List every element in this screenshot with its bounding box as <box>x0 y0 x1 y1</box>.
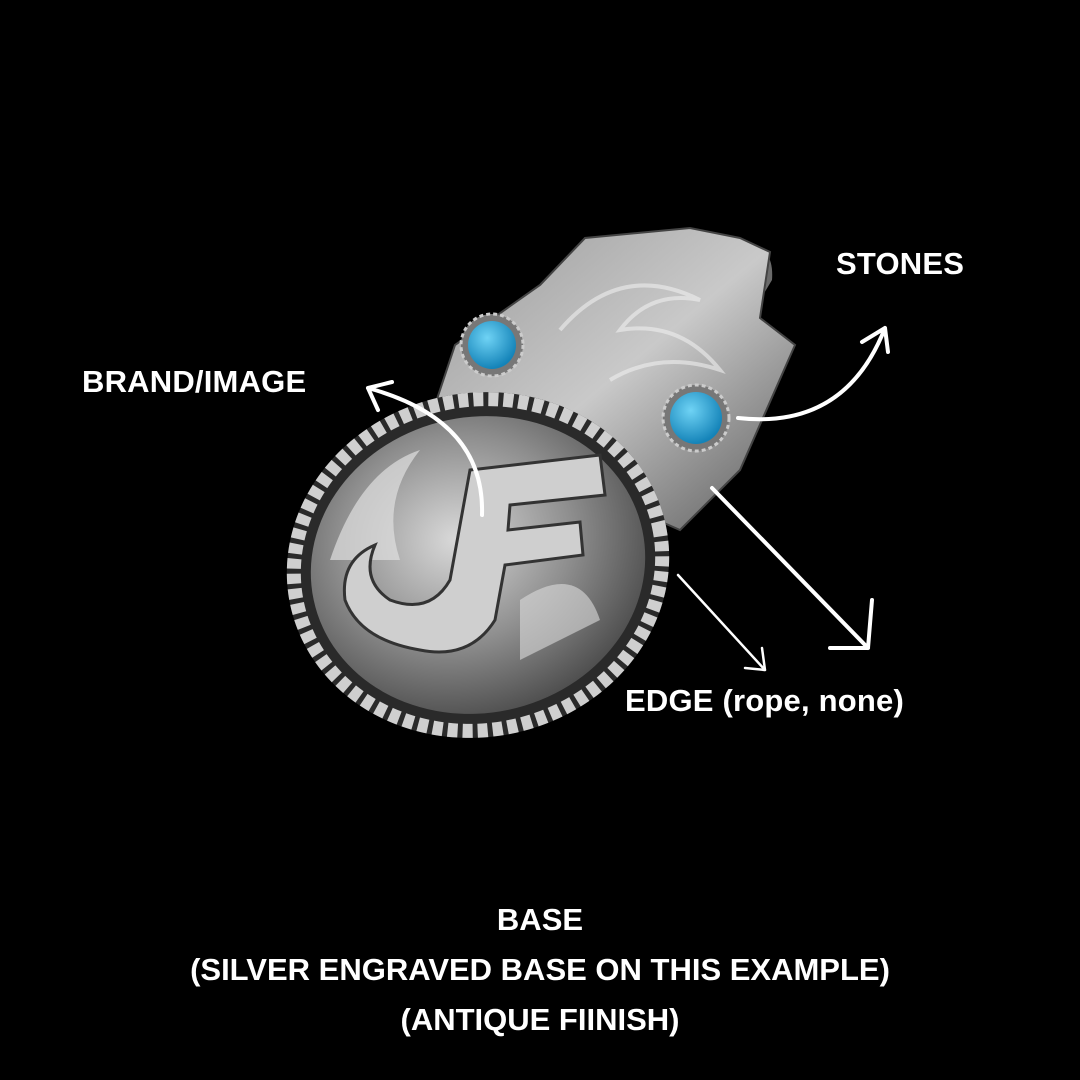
stones-label: STONES <box>836 246 965 281</box>
caption-line-1: BASE <box>496 902 584 937</box>
edge-label: EDGE (rope, none) <box>625 683 904 718</box>
caption-line-3: (ANTIQUE FIINISH) <box>400 1002 680 1037</box>
edge-arrow-long <box>710 486 874 650</box>
stones-arrow <box>736 326 890 422</box>
rope-edge <box>286 392 670 738</box>
concho <box>286 392 670 738</box>
turquoise-stone-right <box>661 383 731 453</box>
turquoise-stone-left <box>459 312 525 378</box>
scroll-engraving <box>558 283 726 382</box>
brand-image-label: BRAND/IMAGE <box>82 364 307 399</box>
caption-line-2: (SILVER ENGRAVED BASE ON THIS EXAMPLE) <box>190 952 890 987</box>
base-caption: BASE (SILVER ENGRAVED BASE ON THIS EXAMP… <box>0 895 1080 1045</box>
edge-arrow-short <box>676 573 767 672</box>
brand-arrow <box>366 380 485 517</box>
f-brand-letter <box>342 453 607 654</box>
